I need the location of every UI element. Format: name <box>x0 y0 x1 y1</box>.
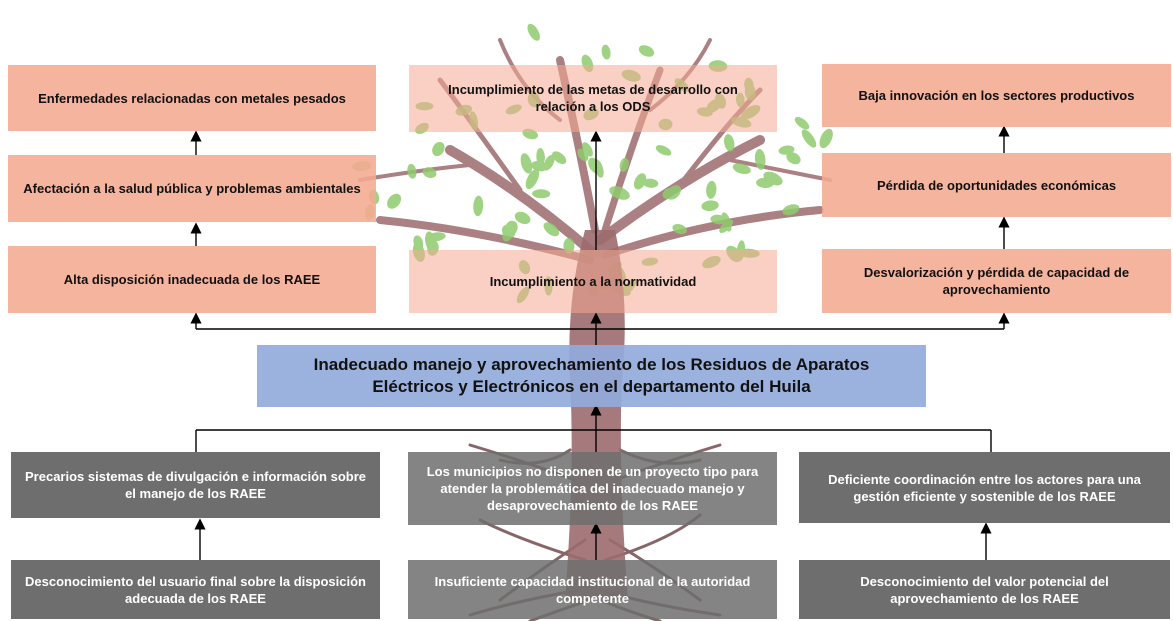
tree-leaf <box>754 148 766 170</box>
tree-leaf <box>588 157 602 174</box>
effect-label: Pérdida de oportunidades económicas <box>876 177 1117 193</box>
tree-leaf <box>543 222 560 237</box>
tree-leaf <box>563 238 575 254</box>
tree-leaf <box>609 186 630 200</box>
cause-box-left-2: Desconocimiento del usuario final sobre … <box>11 560 380 619</box>
tree-leaf <box>532 189 551 199</box>
cause-box-center-2: Insuficiente capacidad institucional de … <box>408 560 777 619</box>
tree-leaf <box>582 142 593 157</box>
tree-leaf <box>638 45 655 57</box>
cause-box-center-1: Los municipios no disponen de un proyect… <box>408 452 777 525</box>
tree-leaf <box>778 145 795 155</box>
tree-leaf <box>786 152 801 165</box>
tree-leaf <box>724 134 735 152</box>
cause-box-left-1: Precarios sistemas de divulgación e info… <box>11 452 380 518</box>
tree-leaf <box>794 116 810 130</box>
tree-branch <box>728 158 832 182</box>
tree-leaf <box>701 200 719 212</box>
effect-label: Incumplimiento de las metas de desarroll… <box>448 82 738 114</box>
tree-leaf <box>502 220 516 242</box>
cause-box-right-2: Desconocimiento del valor potencial del … <box>799 560 1170 619</box>
central-problem-label: Inadecuado manejo y aprovechamiento de l… <box>313 355 870 396</box>
cause-label: Precarios sistemas de divulgación e info… <box>25 469 367 501</box>
tree-leaf <box>706 180 717 199</box>
tree-leaf <box>536 148 545 166</box>
effect-label: Baja innovación en los sectores producti… <box>858 88 1135 103</box>
cause-label: Desconocimiento del usuario final sobre … <box>25 573 366 606</box>
effect-box-left-2: Afectación a la salud pública y problema… <box>8 155 376 222</box>
tree-leaf <box>633 173 647 190</box>
tree-leaf <box>527 23 540 41</box>
effect-box-right-3: Desvalorización y pérdida de capacidad d… <box>822 249 1171 313</box>
tree-leaf <box>543 154 555 171</box>
tree-branch <box>445 145 595 255</box>
tree-leaf <box>552 151 567 165</box>
tree-leaf <box>662 187 677 200</box>
effect-box-center-1: Incumplimiento de las metas de desarroll… <box>409 65 777 132</box>
central-problem-box: Inadecuado manejo y aprovechamiento de l… <box>257 345 926 407</box>
effect-box-left-1: Enfermedades relacionadas con metales pe… <box>8 65 376 131</box>
cause-label: Deficiente coordinación entre los actore… <box>828 471 1141 504</box>
tree-leaf <box>819 128 833 149</box>
effect-box-right-2: Pérdida de oportunidades económicas <box>822 153 1171 217</box>
effect-label: Enfermedades relacionadas con metales pe… <box>38 90 346 106</box>
effect-box-right-1: Baja innovación en los sectores producti… <box>822 64 1171 127</box>
tree-leaf <box>721 212 732 232</box>
effect-box-center-2: Incumplimiento a la normatividad <box>409 250 777 313</box>
tree-leaf <box>732 163 751 175</box>
tree-leaf <box>672 224 687 235</box>
tree-leaf <box>407 163 417 179</box>
effect-label: Incumplimiento a la normatividad <box>489 274 697 289</box>
cause-box-right-1: Deficiente coordinación entre los actore… <box>799 452 1170 523</box>
tree-leaf <box>601 44 611 60</box>
tree-leaf <box>577 148 589 162</box>
tree-leaf <box>642 178 659 188</box>
effect-box-left-3: Alta disposición inadecuada de los RAEE <box>8 246 376 313</box>
cause-label: Insuficiente capacidad institucional de … <box>434 573 751 606</box>
effect-label: Afectación a la salud pública y problema… <box>23 181 361 196</box>
tree-leaf <box>619 157 629 172</box>
effect-label: Alta disposición inadecuada de los RAEE <box>63 272 321 287</box>
tree-leaf <box>782 204 800 216</box>
cause-label: Desconocimiento del valor potencial del … <box>860 573 1109 606</box>
tree-leaf <box>387 193 402 209</box>
effect-label: Desvalorización y pérdida de capacidad d… <box>863 265 1130 297</box>
tree-leaf <box>801 129 817 148</box>
tree-leaf <box>655 145 672 156</box>
tree-leaf <box>514 211 531 225</box>
tree-leaf <box>432 141 445 157</box>
tree-leaf <box>473 195 484 217</box>
tree-leaf <box>756 177 774 189</box>
tree-leaf <box>525 169 540 190</box>
tree-leaf <box>520 153 533 174</box>
cause-label: Los municipios no disponen de un proyect… <box>426 464 759 513</box>
tree-leaf <box>422 167 437 178</box>
